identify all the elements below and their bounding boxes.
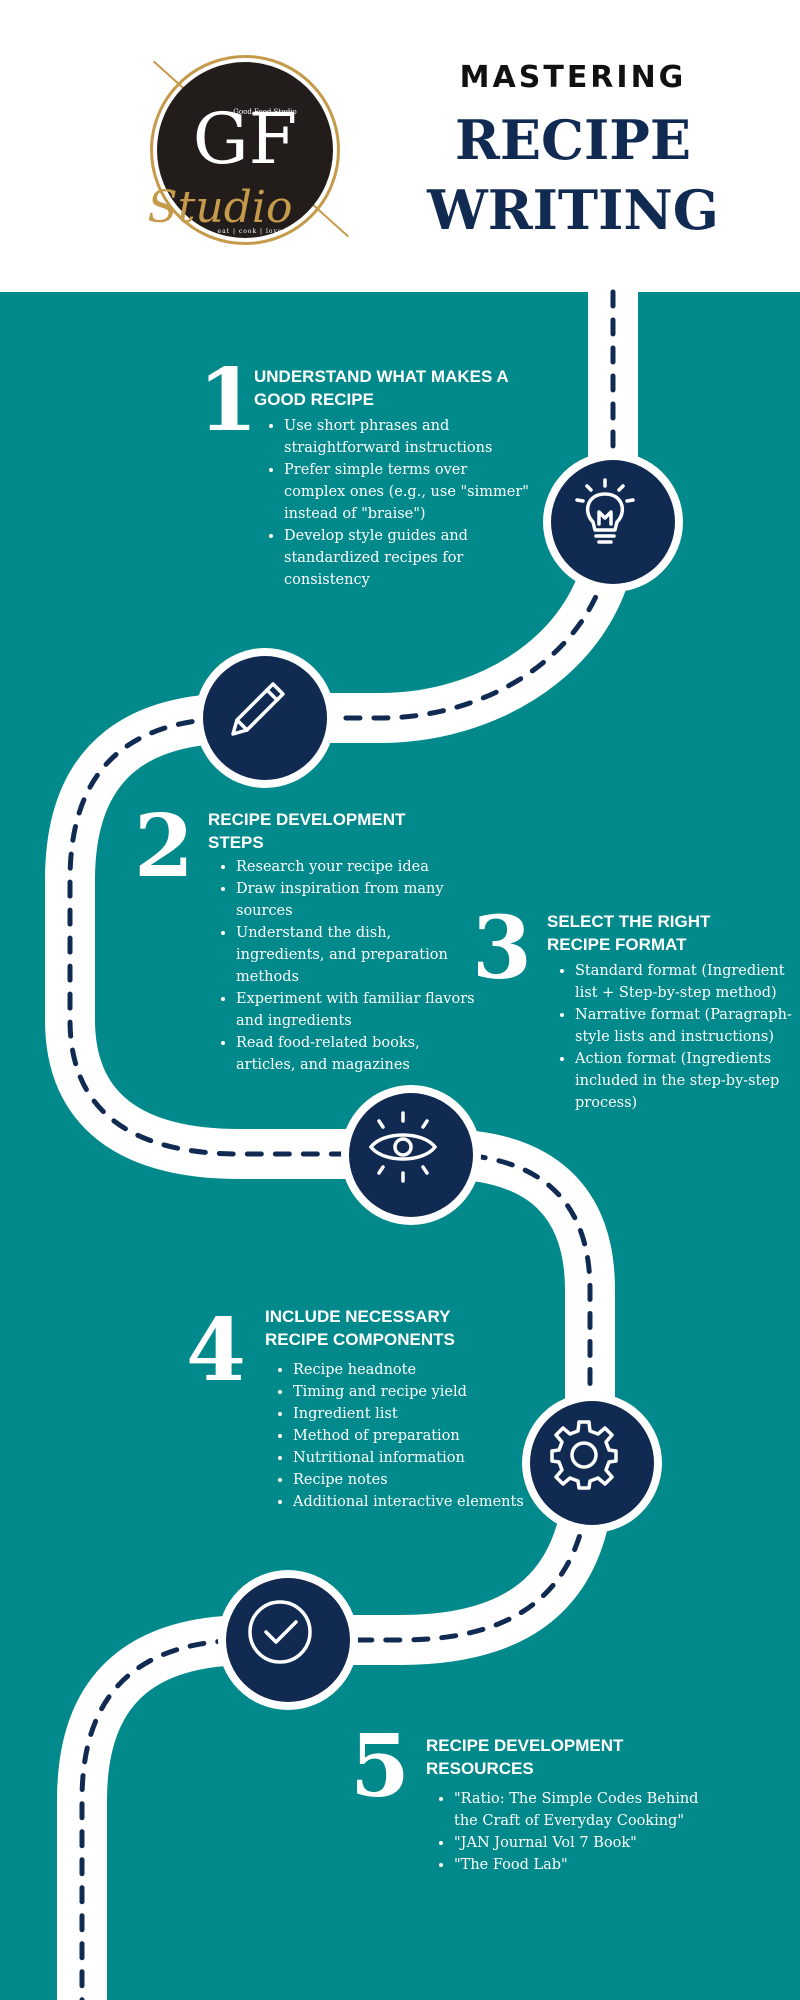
- section-4-item: Recipe headnote: [293, 1359, 533, 1381]
- section-3-list: Standard format (Ingredient list + Step-…: [557, 960, 797, 1114]
- section-4-title: INCLUDE NECESSARY RECIPE COMPONENTS: [265, 1307, 455, 1349]
- section-4-number: 4: [186, 1300, 246, 1401]
- step-3-node: [341, 1085, 481, 1225]
- title-mastering: MASTERING: [459, 60, 687, 95]
- step-5-node: [218, 1570, 358, 1710]
- section-1-list: Use short phrases and straightforward in…: [266, 415, 532, 591]
- section-4-item: Additional interactive elements: [293, 1491, 533, 1513]
- section-4-item: Nutritional information: [293, 1447, 533, 1469]
- title-writing: WRITING: [427, 178, 719, 242]
- eye-icon: [368, 1111, 438, 1183]
- section-5-item: "JAN Journal Vol 7 Book": [454, 1832, 712, 1854]
- section-1-title: UNDERSTAND WHAT MAKES A GOOD RECIPE: [254, 367, 509, 409]
- section-5-title: RECIPE DEVELOPMENT RESOURCES: [426, 1736, 624, 1778]
- header-area: [0, 0, 800, 292]
- logo-letters: GF: [192, 98, 298, 180]
- section-2-item: Read food-related books, articles, and m…: [236, 1032, 476, 1076]
- step-4-node: [522, 1393, 662, 1533]
- section-2-item: Draw inspiration from many sources: [236, 878, 476, 922]
- section-3-item: Action format (Ingredients included in t…: [575, 1048, 797, 1114]
- section-1-number: 1: [198, 350, 258, 451]
- section-3-item: Standard format (Ingredient list + Step-…: [575, 960, 797, 1004]
- section-5-item: "The Food Lab": [454, 1854, 712, 1876]
- pencil-icon: [231, 682, 285, 736]
- section-2-item: Understand the dish, ingredients, and pr…: [236, 922, 476, 988]
- section-2-title: RECIPE DEVELOPMENT STEPS: [208, 810, 406, 852]
- section-1-item: Prefer simple terms over complex ones (e…: [284, 459, 532, 525]
- section-2-item: Research your recipe idea: [236, 856, 476, 878]
- logo-ring: [150, 55, 340, 245]
- section-5-list: "Ratio: The Simple Codes Behind the Craf…: [436, 1788, 712, 1876]
- step-1-node: [543, 452, 683, 592]
- section-1-item: Use short phrases and straightforward in…: [284, 415, 532, 459]
- section-4-item: Recipe notes: [293, 1469, 533, 1491]
- section-4-item: Method of preparation: [293, 1425, 533, 1447]
- logo-disc: [157, 62, 333, 238]
- section-2-list: Research your recipe idea Draw inspirati…: [218, 856, 476, 1076]
- step-2-node: [195, 648, 335, 788]
- section-2-number: 2: [134, 796, 194, 897]
- section-3-item: Narrative format (Paragraph-style lists …: [575, 1004, 797, 1048]
- logo-small-text: Good Food Studio: [233, 108, 297, 116]
- logo-tagline: eat | cook | love: [217, 228, 283, 235]
- gear-icon: [550, 1420, 618, 1490]
- section-4-list: Recipe headnote Timing and recipe yield …: [275, 1359, 533, 1513]
- logo-script: Studio: [147, 182, 293, 233]
- section-4-item: Timing and recipe yield: [293, 1381, 533, 1403]
- section-5-number: 5: [350, 1716, 410, 1817]
- section-4-item: Ingredient list: [293, 1403, 533, 1425]
- checkmark-icon: [248, 1600, 312, 1664]
- title-recipe: RECIPE: [454, 108, 692, 172]
- section-3-number: 3: [472, 898, 532, 999]
- section-5-item: "Ratio: The Simple Codes Behind the Craf…: [454, 1788, 712, 1832]
- section-1-item: Develop style guides and standardized re…: [284, 525, 532, 591]
- section-3-title: SELECT THE RIGHT RECIPE FORMAT: [547, 912, 711, 954]
- lightbulb-icon: [575, 478, 635, 544]
- section-2-item: Experiment with familiar flavors and ing…: [236, 988, 476, 1032]
